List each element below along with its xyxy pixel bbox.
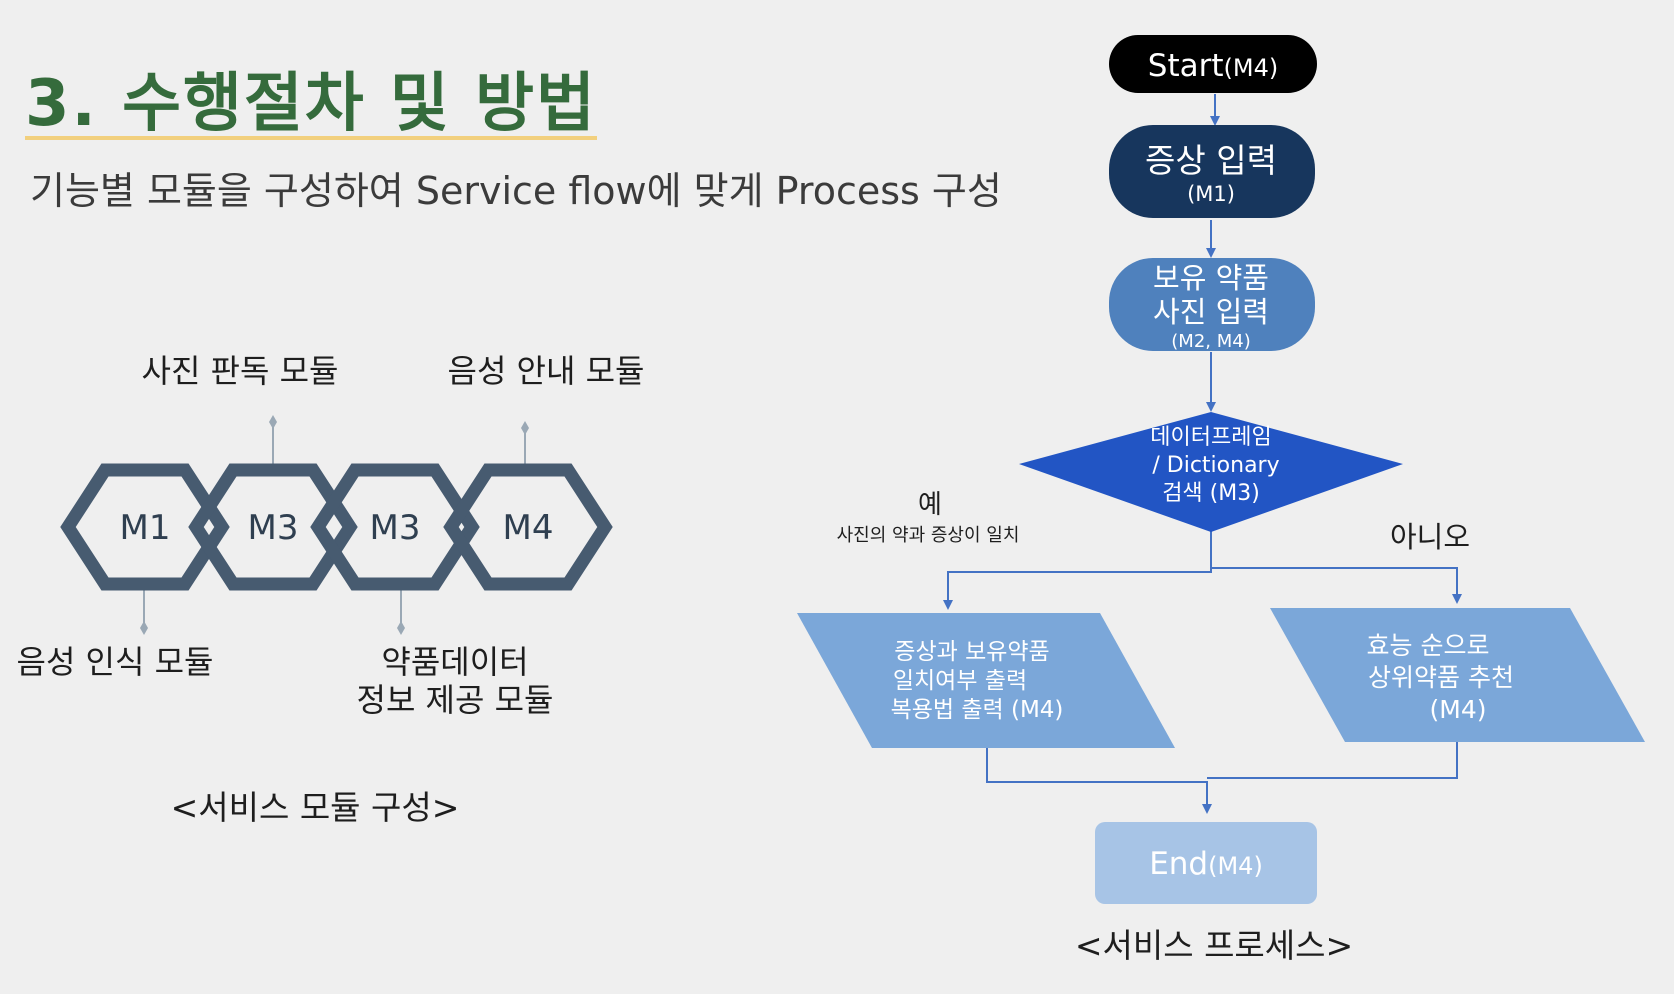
symptom-input-sub: (M1) [1187,182,1235,206]
module-caption: <서비스 모듈 구성> [171,788,460,827]
decision-label-line1: 데이터프레임 [1150,425,1271,450]
pin-diamond-top-2 [521,421,529,435]
module-label-voice-recognition: 음성 인식 모듈 [17,643,214,681]
hexagon-label-m1: M1 [120,508,171,548]
arrow-no-to-end [1207,742,1458,779]
start-node [1109,35,1317,93]
process-flow: Start(M4) 증상 입력 (M1) 보유 약품 사진 입력 (M2, M4… [797,35,1645,965]
arrow-yes-to-end [986,748,1212,814]
end-node-label: End(M4) [1149,846,1263,882]
output-no-line1: 효능 순으로 [1367,631,1490,660]
photo-input-label-line1: 보유 약품 [1153,261,1269,295]
module-label-drug-data-line2: 정보 제공 모듈 [357,681,554,719]
output-yes-node [797,613,1175,748]
module-label-drug-data-line1: 약품데이터 [381,643,528,681]
arrow-decision-yes [943,530,1212,610]
output-no-line3: (M4) [1430,695,1487,724]
hexagon-m4 [443,463,613,591]
page-subtitle: 기능별 모듈을 구성하여 Service flow에 맞게 Process 구성 [30,169,1002,213]
module-label-voice-guide: 음성 안내 모듈 [448,352,645,390]
end-node [1095,822,1317,904]
photo-input-sub: (M2, M4) [1171,331,1250,352]
module-label-photo: 사진 판독 모듈 [142,352,339,390]
output-yes-line2: 일치여부 출력 [893,668,1027,694]
output-no-line2: 상위약품 추천 [1368,663,1514,692]
decision-node [1019,412,1403,532]
decision-label-line3: 검색 (M3) [1162,481,1260,506]
hexagon-label-m3-b: M3 [370,508,421,548]
decision-label-line2: / Dictionary [1152,453,1279,478]
hexagon-label-m3-a: M3 [248,508,299,548]
output-no-node [1270,608,1645,742]
hexagon-m1 [60,463,230,591]
title-underline [25,136,597,140]
pin-diamond-bottom-1 [140,621,148,635]
hexagon-label-m4: M4 [503,508,554,548]
module-diagram: M1 M3 M3 M4 사진 판독 모듈 음성 안내 모듈 음성 인식 모듈 약… [17,352,645,827]
start-node-label: Start(M4) [1148,48,1278,84]
yes-label: 예 [918,490,942,520]
pin-diamond-bottom-2 [397,621,405,635]
page-title: 3. 수행절차 및 방법 [25,67,597,141]
output-yes-line1: 증상과 보유약품 [894,639,1049,665]
hexagon-m3-b [310,463,480,591]
hexagon-m3-a [188,463,358,591]
photo-input-node [1109,258,1315,351]
photo-input-label-line2: 사진 입력 [1153,295,1269,329]
process-caption: <서비스 프로세스> [1075,926,1353,965]
arrow-decision-no [1211,567,1462,604]
pin-diamond-top-1 [269,415,277,429]
symptom-input-label: 증상 입력 [1145,141,1277,180]
symptom-input-node [1109,125,1315,218]
no-label: 아니오 [1390,520,1470,554]
yes-condition-label: 사진의 약과 증상이 일치 [837,525,1020,546]
output-yes-line3: 복용법 출력 (M4) [891,697,1064,723]
